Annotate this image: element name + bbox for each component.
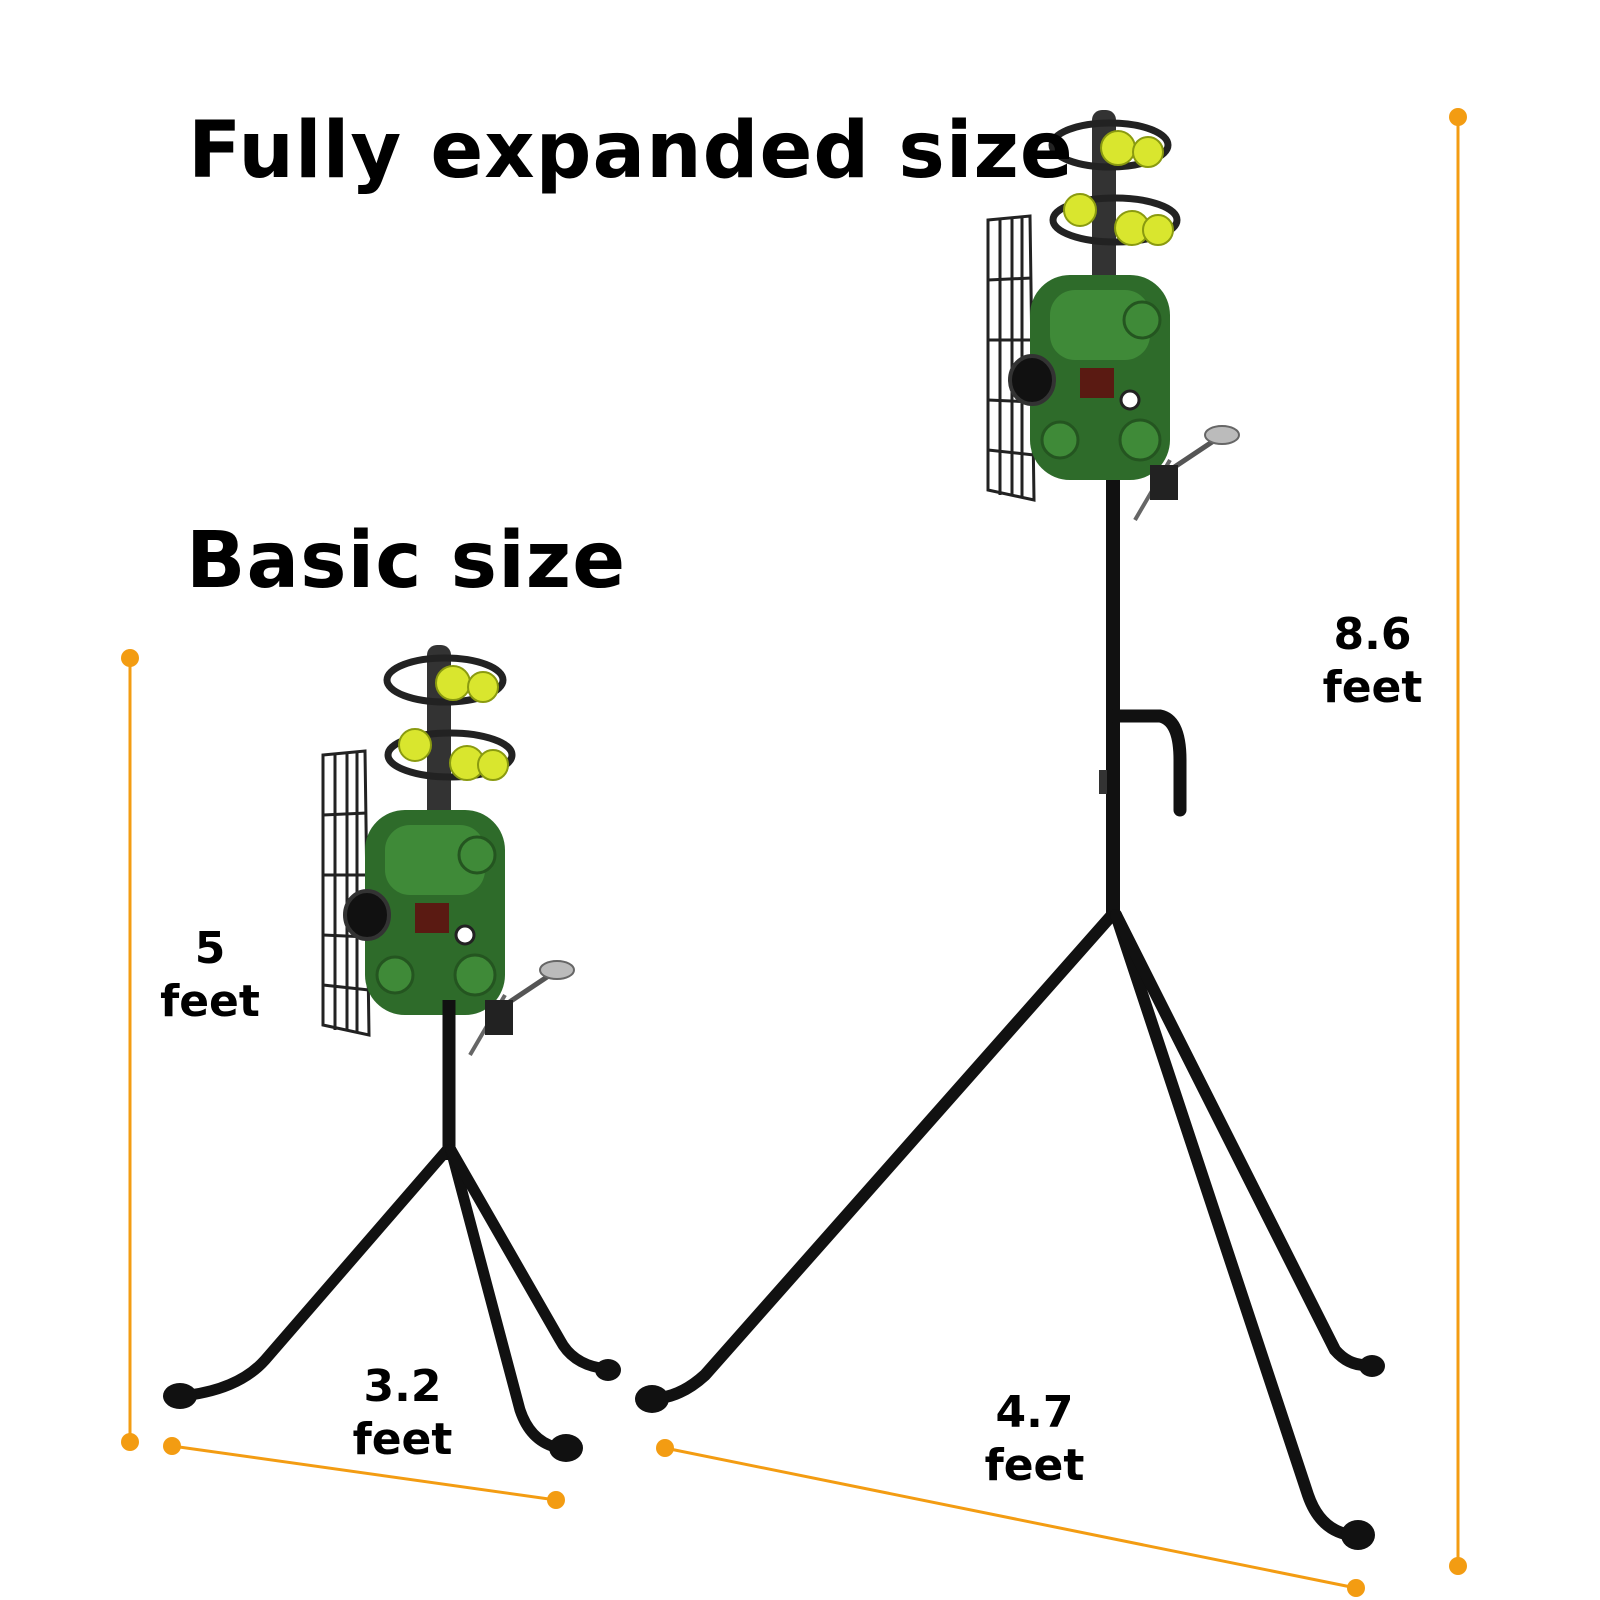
- expanded-height-unit: feet: [1322, 662, 1423, 713]
- expanded-height-label: 8.6 feet: [1310, 608, 1435, 714]
- basic-height-unit: feet: [160, 976, 260, 1027]
- expanded-width-label: 4.7 feet: [972, 1386, 1097, 1492]
- expanded-width-value: 4.7: [995, 1387, 1074, 1438]
- heading-fully-expanded-size: Fully expanded size: [188, 106, 1074, 196]
- basic-height-value: 5: [194, 923, 226, 974]
- basic-width-label: 3.2 feet: [340, 1360, 465, 1466]
- expanded-machine: [635, 110, 1385, 1550]
- heading-basic-size: Basic size: [186, 516, 627, 606]
- basic-width-value: 3.2: [363, 1361, 442, 1412]
- expanded-height-value: 8.6: [1333, 609, 1412, 660]
- basic-width-unit: feet: [352, 1414, 453, 1465]
- expanded-width-unit: feet: [984, 1440, 1085, 1491]
- basic-height-label: 5 feet: [150, 922, 270, 1028]
- dimension-lines: [121, 108, 1467, 1597]
- basic-machine: [163, 645, 621, 1462]
